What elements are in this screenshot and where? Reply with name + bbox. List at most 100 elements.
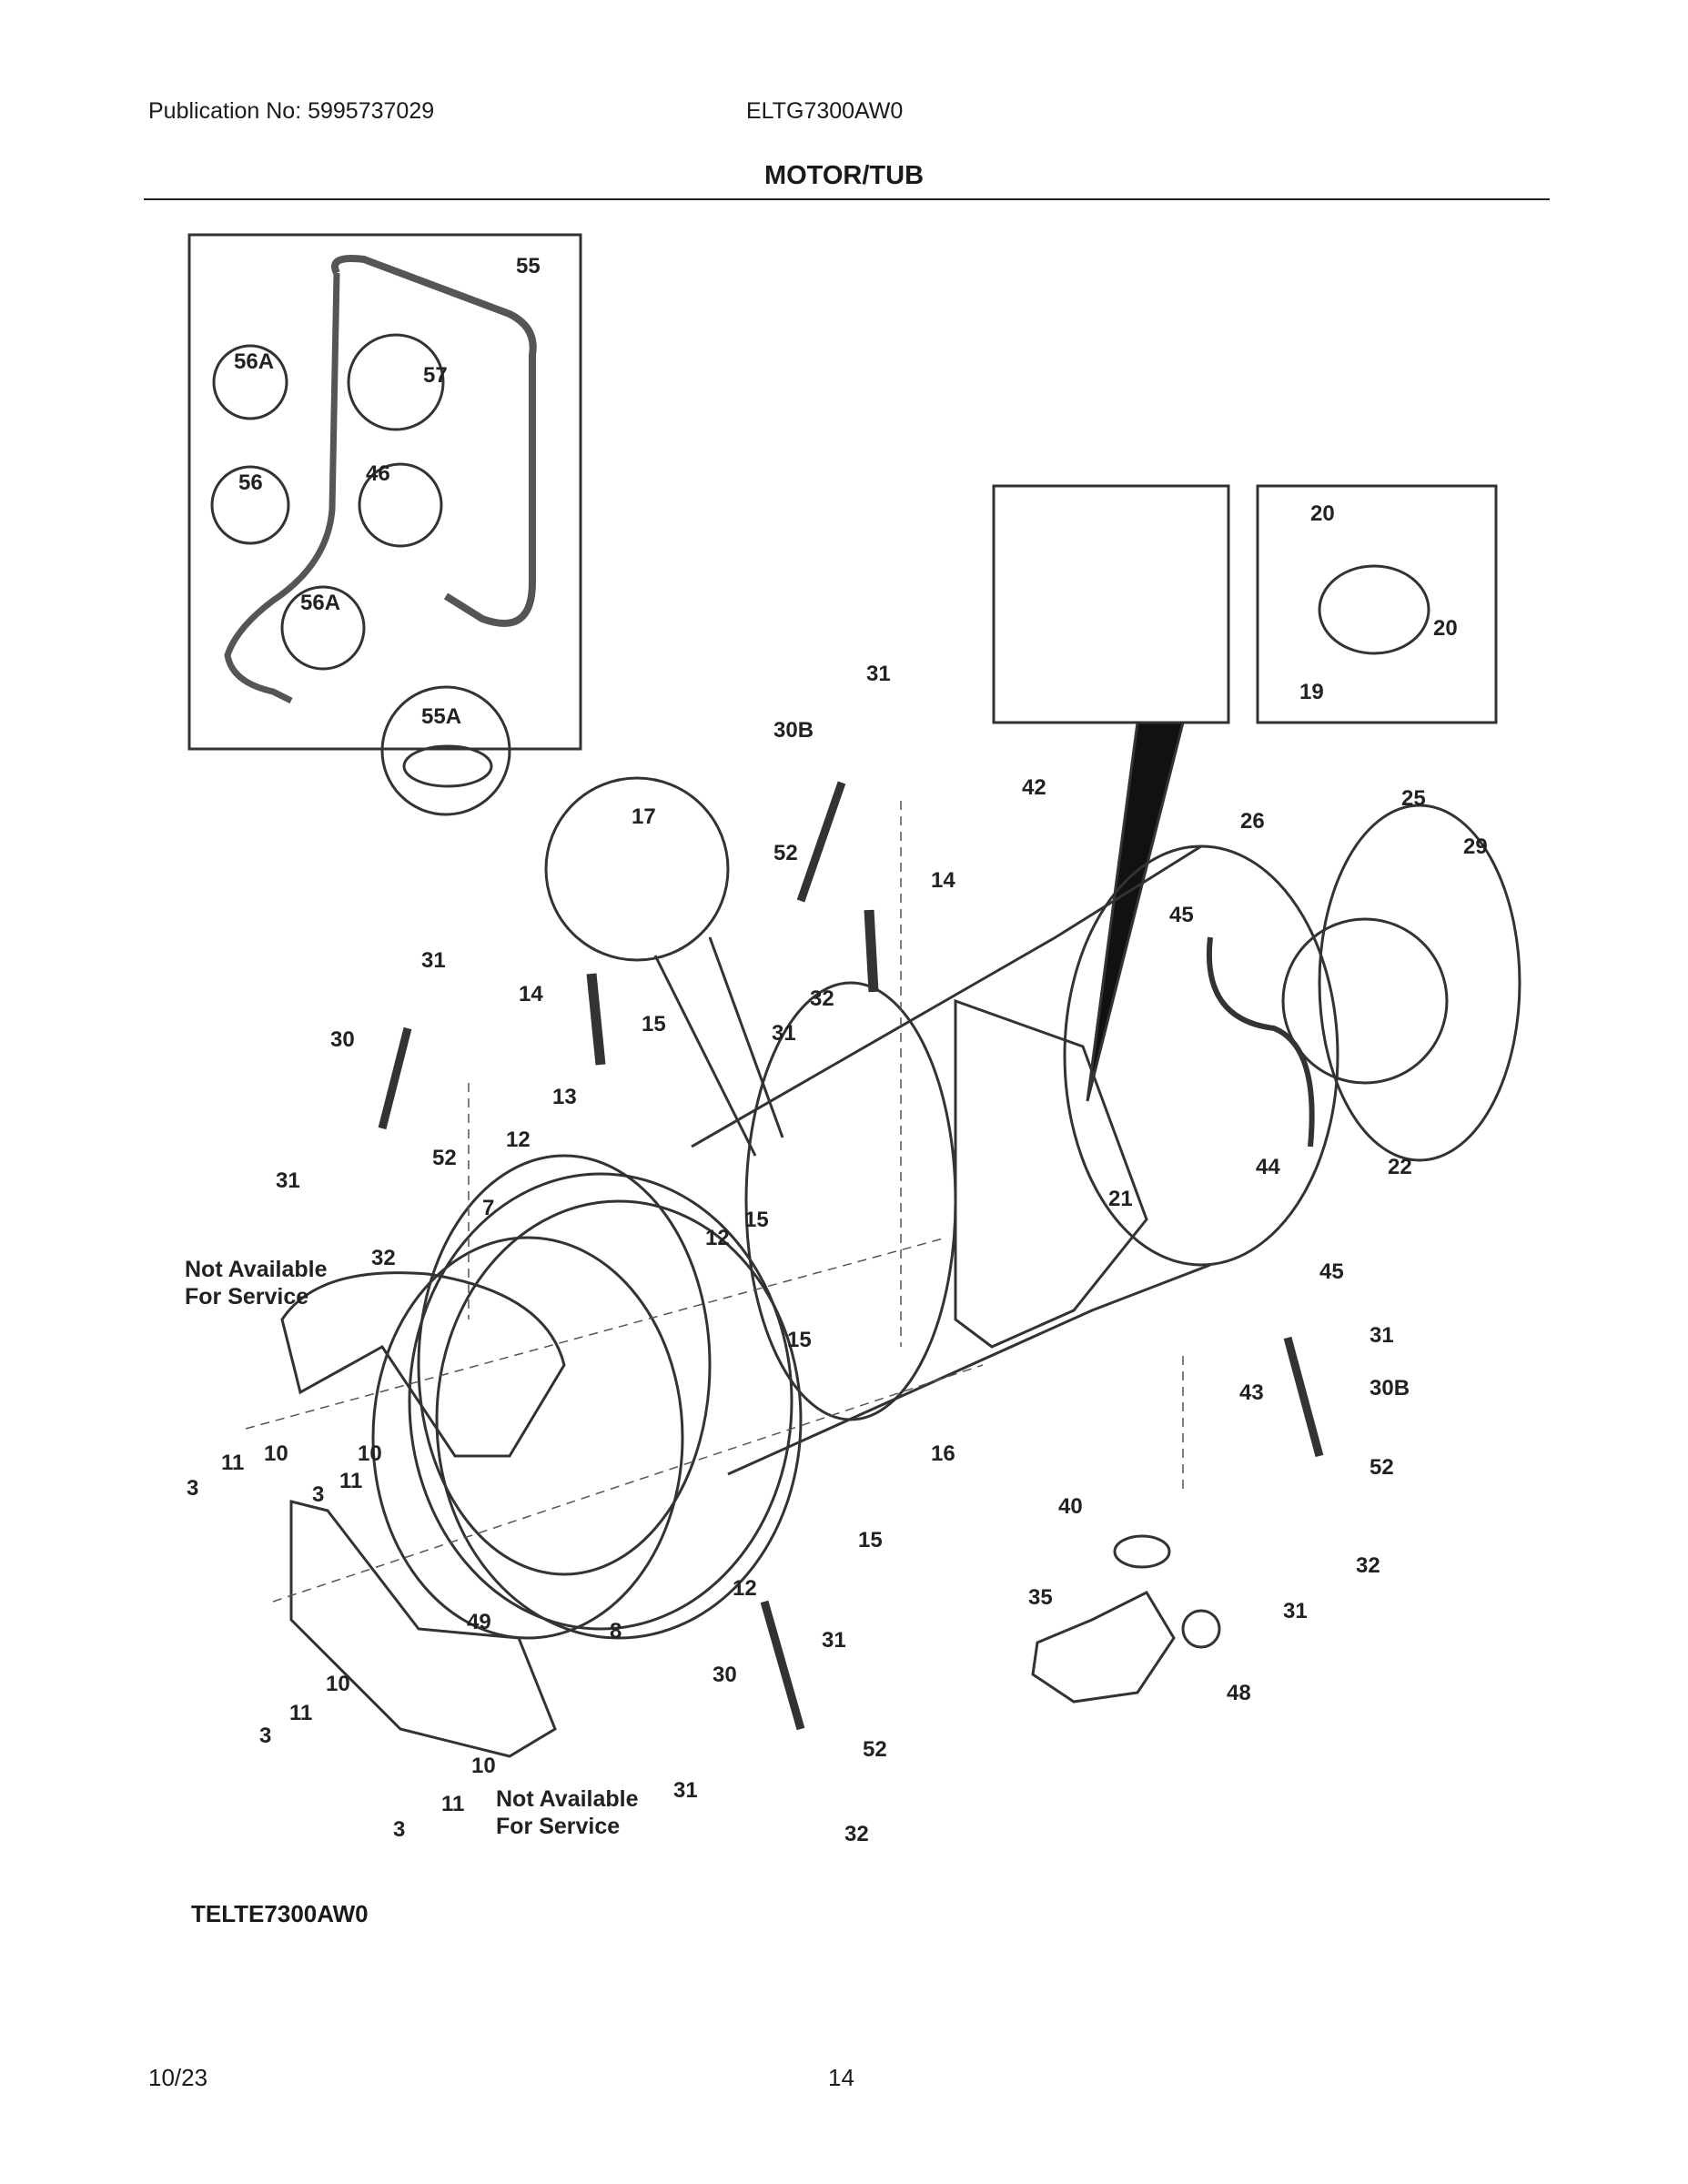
- callout-32: 32: [810, 986, 834, 1011]
- pulley-hub: [1281, 917, 1449, 1085]
- callout-26: 26: [1240, 809, 1265, 834]
- drum-front-rim: [744, 981, 957, 1421]
- callout-55: 55: [516, 254, 541, 278]
- callout-10: 10: [326, 1672, 350, 1696]
- callout-10: 10: [358, 1441, 382, 1466]
- clamp-56A-top-circle: [212, 344, 288, 420]
- callout-7: 7: [482, 1196, 494, 1220]
- page-number: 14: [828, 2064, 854, 2091]
- callout-15: 15: [858, 1528, 883, 1552]
- ring-49: [371, 1236, 684, 1640]
- callout-45: 45: [1169, 903, 1194, 927]
- callout-52: 52: [773, 841, 798, 865]
- not-available-note-2-line1: Not Available: [496, 1786, 639, 1812]
- callout-30: 30: [713, 1663, 737, 1687]
- callout-31: 31: [673, 1778, 698, 1803]
- callout-29: 29: [1463, 834, 1488, 859]
- callout-17-lens: [544, 776, 730, 962]
- detail-inset-frame: [992, 484, 1230, 724]
- callout-48: 48: [1227, 1681, 1251, 1705]
- shock-30-bottom: [760, 1600, 805, 1731]
- callout-25: 25: [1401, 786, 1426, 811]
- outer-tub: [691, 844, 1211, 1476]
- diagram-code: TELTE7300AW0: [191, 1900, 369, 1927]
- motor-body: [1318, 564, 1430, 655]
- callout-10: 10: [471, 1754, 496, 1778]
- drain-line-44: [1206, 936, 1315, 1148]
- callout-31: 31: [866, 662, 891, 686]
- callout-16: 16: [931, 1441, 955, 1466]
- callout-57: 57: [423, 363, 448, 388]
- not-available-note-1-line1: Not Available: [185, 1257, 328, 1282]
- inner-drum: [954, 998, 1148, 1349]
- page-title: MOTOR/TUB: [763, 161, 925, 190]
- callout-52: 52: [432, 1146, 457, 1170]
- motor-inset-frame: [1256, 484, 1498, 724]
- not-available-note-1-line2: For Service: [185, 1284, 308, 1309]
- callout-20-right: 20: [1433, 616, 1458, 641]
- callout-8: 8: [610, 1619, 622, 1643]
- label-55A-decal: [402, 744, 493, 788]
- shock-30B-right: [1283, 1336, 1324, 1458]
- outer-tub-rear: [1063, 844, 1339, 1267]
- spring-14-left: [586, 973, 606, 1066]
- publication-number: Publication No: 5995737029: [148, 98, 435, 124]
- callout-3: 3: [259, 1724, 271, 1748]
- callout-3: 3: [187, 1476, 198, 1501]
- callout-11: 11: [289, 1701, 312, 1725]
- callout-32: 32: [844, 1822, 869, 1846]
- callout-21: 21: [1108, 1187, 1133, 1211]
- callout-11: 11: [221, 1451, 244, 1475]
- callout-3: 3: [393, 1817, 405, 1842]
- callout-31: 31: [421, 948, 446, 973]
- callout-19: 19: [1299, 680, 1324, 704]
- callout-44: 44: [1256, 1155, 1280, 1179]
- seal-40: [1113, 1534, 1171, 1569]
- callout-17: 17: [632, 804, 656, 829]
- not-available-note-2-line2: For Service: [496, 1814, 620, 1839]
- callout-56: 56: [238, 470, 263, 495]
- callout-32: 32: [1356, 1553, 1380, 1578]
- drain-pump-35: [1031, 1591, 1176, 1704]
- callout-45: 45: [1319, 1259, 1344, 1284]
- pulley-25: [1318, 804, 1521, 1162]
- door-gasket-outer: [408, 1172, 793, 1631]
- hose-inset-frame: [187, 233, 582, 751]
- tub-front-ring: [417, 1154, 712, 1576]
- header-rule: [144, 198, 1550, 200]
- callout-22: 22: [1388, 1155, 1412, 1179]
- callout-20-top: 20: [1310, 501, 1335, 526]
- callout-3: 3: [312, 1482, 324, 1507]
- detail-pointer: [1086, 721, 1185, 1102]
- callout-46: 46: [366, 461, 390, 486]
- callout-31: 31: [1283, 1599, 1308, 1623]
- callout-35: 35: [1028, 1585, 1053, 1610]
- callout-52: 52: [863, 1737, 887, 1762]
- callout-55A: 55A: [421, 704, 461, 729]
- callout-42: 42: [1022, 775, 1046, 800]
- clamp-57-circle: [347, 333, 445, 431]
- callout-31: 31: [822, 1628, 846, 1653]
- callout-32: 32: [371, 1246, 396, 1270]
- callout-11: 11: [441, 1792, 464, 1816]
- callout-56A: 56A: [234, 349, 274, 374]
- callout-12: 12: [705, 1226, 730, 1250]
- callout-11: 11: [339, 1469, 362, 1493]
- shock-30-left: [378, 1026, 412, 1130]
- callout-15: 15: [642, 1012, 666, 1036]
- callout-49: 49: [467, 1610, 491, 1634]
- shock-30B-top: [796, 781, 846, 903]
- publication-date: 10/23: [148, 2064, 208, 2091]
- callout-15: 15: [787, 1328, 812, 1352]
- clamp-46-circle: [358, 462, 443, 548]
- callout-30: 30: [330, 1027, 355, 1052]
- front-weight-top: [280, 1271, 566, 1458]
- callout-15: 15: [744, 1208, 769, 1232]
- callout-14: 14: [519, 982, 543, 1006]
- clamp-48: [1181, 1609, 1221, 1649]
- callout-31: 31: [276, 1168, 300, 1193]
- callout-13: 13: [552, 1085, 577, 1109]
- front-weight-bottom: [289, 1500, 557, 1758]
- callout-30B: 30B: [1370, 1376, 1410, 1400]
